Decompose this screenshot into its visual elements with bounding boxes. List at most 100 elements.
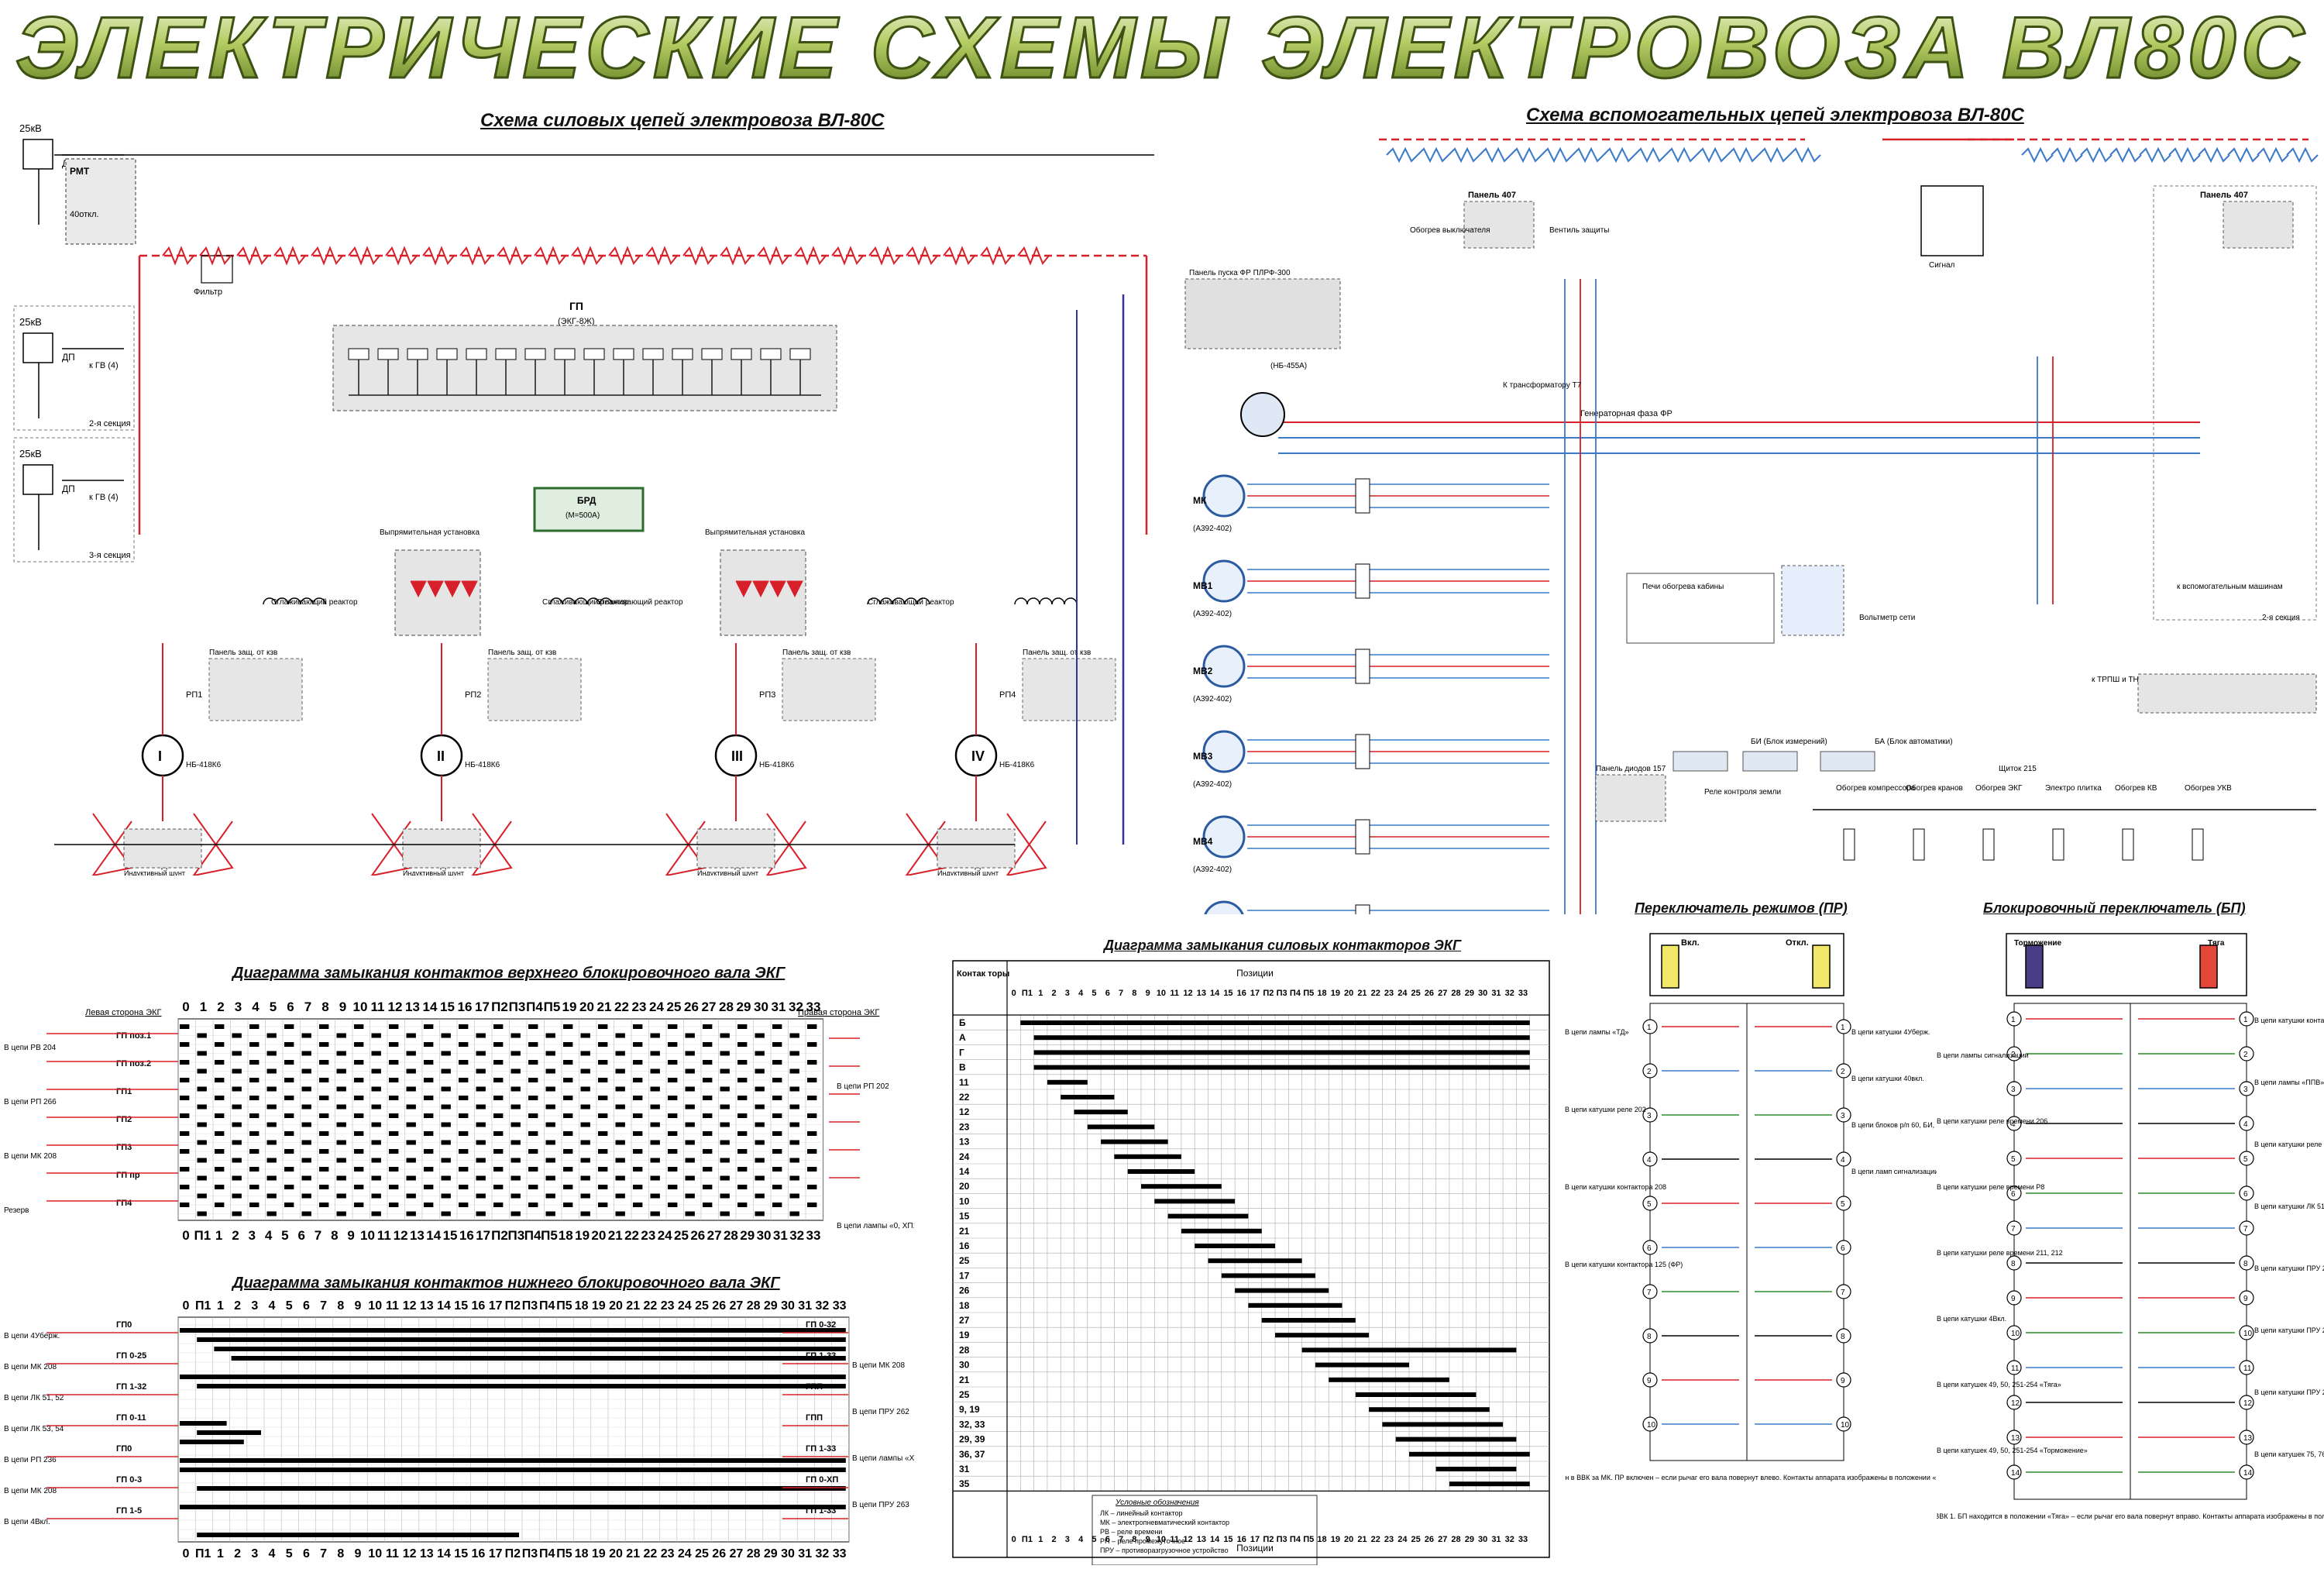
position-label-bottom: 28 — [724, 1228, 738, 1243]
contact-number-text: 5 — [1841, 1200, 1845, 1209]
position-label: П3 — [1277, 989, 1287, 998]
right-circuit-label: В цепи РП 202 — [837, 1082, 889, 1091]
contactor-closed-bar — [1087, 1124, 1155, 1130]
contact-closed-bar — [197, 1140, 207, 1145]
contact-number-text: 8 — [1647, 1333, 1652, 1341]
winding — [199, 246, 232, 266]
contact-closed-bar — [789, 1211, 799, 1216]
contact-closed-bar — [180, 1185, 190, 1189]
position-label-bottom: 28 — [747, 1547, 761, 1560]
contact-number-text: 8 — [1841, 1333, 1845, 1341]
inductive-shunt — [402, 828, 481, 869]
winding — [497, 246, 529, 266]
contact-closed-bar — [703, 1078, 713, 1082]
contact-closed-bar — [406, 1158, 416, 1163]
contactor-row-label: А — [959, 1032, 966, 1043]
contactor-closed-bar — [1261, 1318, 1356, 1323]
contact-closed-bar — [284, 1149, 294, 1154]
contact-label: ГП 0-11 — [116, 1413, 146, 1423]
winding — [459, 246, 492, 266]
contact-closed-bar — [424, 1131, 434, 1136]
position-label-bottom: 14 — [437, 1547, 451, 1560]
contact-closed-bar — [493, 1024, 504, 1029]
position-label-bottom: 21 — [608, 1228, 623, 1243]
winding — [1017, 246, 1050, 266]
motor-number: I — [158, 748, 162, 764]
legend-item: РВ – реле времени — [1100, 1528, 1162, 1536]
position-label: 0 — [1012, 989, 1016, 998]
contact-closed-bar — [493, 1149, 504, 1154]
motor-type: НБ-418К6 — [465, 761, 500, 769]
contact-closed-bar — [668, 1060, 678, 1065]
contact-closed-bar — [389, 1131, 399, 1136]
contact-number-text: 3 — [2011, 1086, 2016, 1094]
position-label-bottom: 7 — [315, 1228, 321, 1243]
contact-closed-bar — [615, 1193, 625, 1199]
position-label: 28 — [719, 1000, 734, 1014]
gv-label: к ГВ (4) — [89, 493, 119, 502]
heating-load-label: Обогрев ЭКГ — [1975, 783, 2023, 793]
position-label-bottom: 23 — [661, 1547, 675, 1560]
otkl-label: 40откл. — [70, 210, 99, 219]
contact-number — [2239, 1290, 2254, 1306]
contact-closed-bar — [371, 1033, 381, 1038]
heating-load-label: Обогрев УКВ — [2185, 783, 2232, 793]
aux-machine-motor — [1202, 900, 1246, 944]
contact-number-text: 1 — [2243, 1016, 2248, 1024]
contact-closed-bar — [511, 1211, 521, 1216]
contact-closed-bar — [476, 1033, 486, 1038]
position-label-bottom: 20 — [1344, 1535, 1353, 1544]
contact-closed-bar — [650, 1158, 660, 1163]
left-circuit-label: В цепи 4Вкл. — [4, 1518, 50, 1526]
position-label: 33 — [806, 1000, 821, 1014]
cab-heaters-label: Печи обогрева кабины — [1642, 582, 1724, 591]
right-circuit-label: В цепи катушки реле 266 — [2254, 1141, 2324, 1148]
contact-closed-bar — [650, 1193, 660, 1199]
position-label-bottom: 19 — [592, 1547, 606, 1560]
contactor-closed-bar — [1154, 1199, 1236, 1204]
contact-closed-bar — [197, 1175, 207, 1181]
winding — [943, 246, 975, 266]
contact-closed-bar — [459, 1185, 469, 1189]
aux-winding — [1572, 146, 1604, 163]
contactor-closed-bar — [1235, 1288, 1329, 1293]
contactor-row-label: 30 — [959, 1360, 970, 1371]
motor-number: III — [731, 748, 743, 764]
position-label-bottom: 26 — [690, 1228, 705, 1243]
contactor-row-label: Г — [959, 1047, 964, 1058]
position-label: 24 — [649, 1000, 664, 1014]
aux-winding — [2109, 146, 2142, 163]
contact-closed-bar — [685, 1193, 695, 1199]
heating-load-label: Электро плитка — [2045, 784, 2102, 793]
position-label-bottom: 32 — [789, 1228, 804, 1243]
position-label: П3 — [522, 1299, 538, 1313]
contact-closed-bar — [772, 1060, 782, 1065]
position-label: 6 — [1105, 989, 1110, 998]
contact-number-text: 8 — [2011, 1260, 2016, 1268]
rp-label: РП1 — [186, 690, 202, 700]
contact-closed-bar — [424, 1203, 434, 1207]
position-label-bottom: 23 — [1384, 1535, 1394, 1544]
winding — [906, 246, 938, 266]
off-label: Откл. — [1786, 938, 1809, 948]
reactor-label: Сглаживающий реактор — [271, 598, 358, 607]
reactor-coil — [1064, 597, 1078, 605]
contact-closed-bar — [511, 1158, 521, 1163]
position-label-bottom: 8 — [337, 1547, 344, 1560]
contact-closed-bar — [545, 1193, 555, 1199]
position-label-bottom: 1 — [217, 1547, 224, 1560]
contact-closed-bar — [284, 1024, 294, 1029]
contact-closed-bar — [459, 1060, 469, 1065]
contactor-row-label: 28 — [959, 1344, 970, 1355]
contact-closed-bar — [232, 1068, 242, 1074]
contact-closed-bar — [319, 1167, 329, 1172]
contact-number — [1836, 1372, 1851, 1388]
contact-closed-bar — [215, 1060, 225, 1065]
contact-closed-bar — [580, 1051, 590, 1056]
lower-diagram-title: Диаграмма замыкания контактов нижнего бл… — [232, 1275, 780, 1292]
position-label: 26 — [684, 1000, 699, 1014]
position-label: 17 — [1250, 989, 1260, 998]
rp-label: РП3 — [759, 690, 775, 700]
right-side-label: Правая сторона ЭКГ — [798, 1008, 879, 1017]
